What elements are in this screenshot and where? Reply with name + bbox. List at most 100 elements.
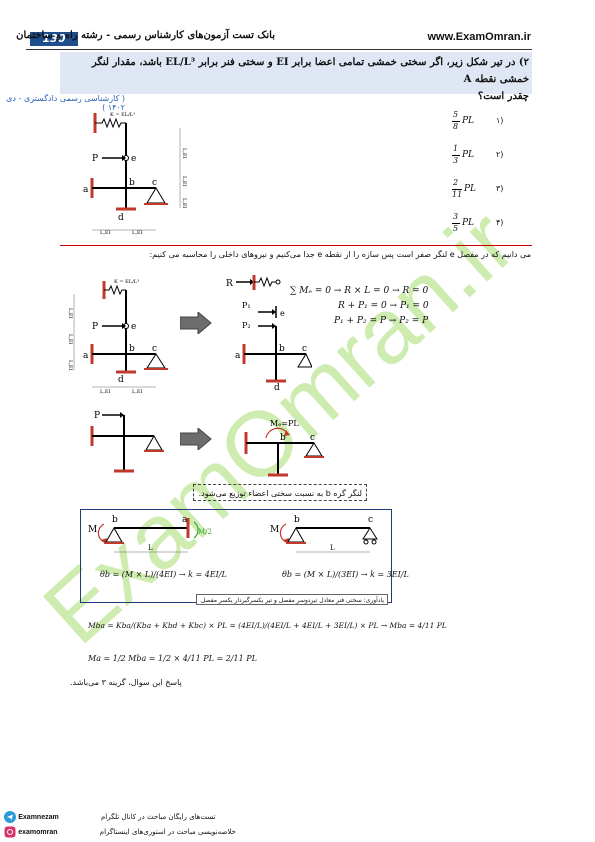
option-2[interactable]: 1 3 PL ۲) <box>448 144 508 170</box>
distribution-hint: لنگر گره b به نسبت سختی اعضاء توزیع می‌ش… <box>193 484 367 501</box>
span-label-1: L,EI <box>100 230 111 236</box>
option-2-suffix: PL <box>462 150 475 160</box>
transform-arrow-1 <box>180 312 212 334</box>
label-b: b <box>294 515 300 525</box>
option-2-num-top: 1 <box>453 144 459 153</box>
span-L-left: L <box>148 544 153 552</box>
label-P: P <box>92 154 98 164</box>
equation-2: R + P₁ = 0 → P₁ = 0 <box>338 301 429 311</box>
fraction-bar <box>452 223 460 224</box>
height-label-2: L,EI <box>181 176 187 187</box>
option-1-num-bottom: 8 <box>453 122 459 131</box>
transform-arrow-2 <box>180 428 212 450</box>
telegram-row[interactable]: Examnezam تست‌های رایگان مباحث در کانال … <box>4 811 215 823</box>
equation-3: P₁ + P₂ = P → P₂ = P <box>334 316 429 326</box>
instagram-row[interactable]: examomran خلاصه‌نویسی مباحث در استوری‌ها… <box>4 826 236 838</box>
label-c: c <box>368 515 373 525</box>
question-structure-diagram: K = EL/L³ P e a b c d L,EI L,EI L,EI L,E… <box>83 112 187 236</box>
option-4-number: ۴) <box>496 218 504 227</box>
header-divider <box>26 49 532 50</box>
span-L-right: L <box>330 544 335 552</box>
label-P1: P₁ <box>242 301 251 310</box>
answer-statement: پاسخ این سوال، گزینه ۳ می‌باشد. <box>70 678 182 687</box>
free-body-diagram: R P₁ e P₂ a b c d <box>226 275 312 390</box>
fraction-bar <box>452 121 460 122</box>
solution-structure-diagram: L,EI L,EI L,EI K = EL/L³ P e a b c d L,E… <box>67 279 168 395</box>
height-label-2: L,EI <box>67 334 73 345</box>
website-link[interactable]: www.ExamOmran.ir <box>427 31 531 43</box>
label-b: b <box>129 344 135 354</box>
option-1-num-top: 5 <box>453 110 459 119</box>
option-3-num-top: 2 <box>453 178 459 187</box>
option-1-number: ۱) <box>496 116 504 125</box>
telegram-icon <box>4 811 16 823</box>
option-4[interactable]: 3 5 PL ۴) <box>448 212 508 238</box>
question-number: ۲) <box>518 57 529 68</box>
label-c: c <box>302 344 307 354</box>
height-label-3: L,EI <box>181 198 187 209</box>
solution-intro: می دانیم که در مفصل e لنگر صفر است پس سا… <box>149 250 531 259</box>
option-4-num-top: 3 <box>453 212 459 221</box>
telegram-handle: Examnezam <box>18 814 59 821</box>
option-4-suffix: PL <box>462 218 475 228</box>
book-title: بانک تست آزمون‌های کارشناس رسمی - رشته ر… <box>16 30 275 41</box>
option-3[interactable]: 2 11 PL ۳) <box>448 178 508 204</box>
label-e: e <box>131 154 136 164</box>
spring-label: K = EL/L³ <box>110 112 135 118</box>
label-c: c <box>310 433 315 443</box>
span-label-2: L,EI <box>132 230 143 236</box>
option-3-num-bottom: 11 <box>452 190 463 199</box>
label-P: P <box>92 322 98 332</box>
label-P2: P₂ <box>242 321 251 330</box>
question-line-1: در تیر شکل زیر، اگر سختی خمشی تمامی اعضا… <box>91 57 529 85</box>
final-equation-1: Mba = Kba/(Kba + Kbd + Kbc) × PL = (4EI/… <box>88 621 447 630</box>
label-M: M <box>88 525 97 535</box>
label-c: c <box>152 178 157 188</box>
span-label-1: L,EI <box>100 389 111 395</box>
fixed-far-end-beam: M b a M/2 L <box>88 515 212 553</box>
label-a: a <box>235 351 241 361</box>
label-b: b <box>129 178 135 188</box>
option-2-number: ۲) <box>496 150 504 159</box>
label-e: e <box>280 309 285 318</box>
span-label-2: L,EI <box>132 389 143 395</box>
height-label-1: L,EI <box>67 308 73 319</box>
question-source: ( کارشناسی رسمی دادگستری - دی ۱۴۰۲ ) <box>6 94 125 112</box>
label-b: b <box>112 515 118 525</box>
fraction-bar <box>452 189 462 190</box>
question-box <box>60 52 532 94</box>
height-label-1: L,EI <box>181 148 187 159</box>
spring-support <box>93 113 126 133</box>
label-d: d <box>118 213 124 223</box>
option-1[interactable]: 5 8 PL ۱) <box>448 110 508 136</box>
option-1-suffix: PL <box>462 116 475 126</box>
question-line-2: چقدر است؟ <box>477 91 529 102</box>
option-3-number: ۳) <box>496 184 504 193</box>
question-text: ۲) در تیر شکل زیر، اگر سختی خمشی تمامی ا… <box>74 54 529 105</box>
option-3-suffix: PL <box>464 184 477 194</box>
height-label-3: L,EI <box>67 360 73 371</box>
label-P: P <box>94 411 100 421</box>
reminder-note: یادآوری: سختی فنر معادل تیردوسر مفصل و ت… <box>196 594 388 605</box>
question-separator <box>60 245 532 246</box>
theta-right-equation: θb = (M × L)/(3EI) → k = 3EI/L <box>282 570 409 579</box>
option-2-num-bottom: 3 <box>453 156 459 165</box>
final-equation-2: Ma = 1/2 Mba = 1/2 × 4/11 PL = 2/11 PL <box>88 654 257 663</box>
label-a: a <box>182 515 188 525</box>
page-number: 130 <box>30 32 78 46</box>
label-a: a <box>83 185 89 195</box>
label-b: b <box>280 433 286 443</box>
label-d: d <box>118 375 124 385</box>
label-c: c <box>152 344 157 354</box>
label-M-half: M/2 <box>198 528 212 536</box>
option-4-num-bottom: 5 <box>453 224 459 233</box>
label-a: a <box>83 351 89 361</box>
pin-support-c <box>146 187 166 204</box>
pinned-far-end-beam: M b c L <box>270 515 378 553</box>
simplified-structure-diagram: P <box>90 411 164 473</box>
label-Me: Mₑ=PL <box>270 419 299 428</box>
telegram-text: تست‌های رایگان مباحث در کانال تلگرام <box>100 813 216 821</box>
label-b: b <box>279 344 285 354</box>
label-e: e <box>131 322 136 332</box>
moment-structure-diagram: Mₑ=PL b c <box>244 419 324 477</box>
